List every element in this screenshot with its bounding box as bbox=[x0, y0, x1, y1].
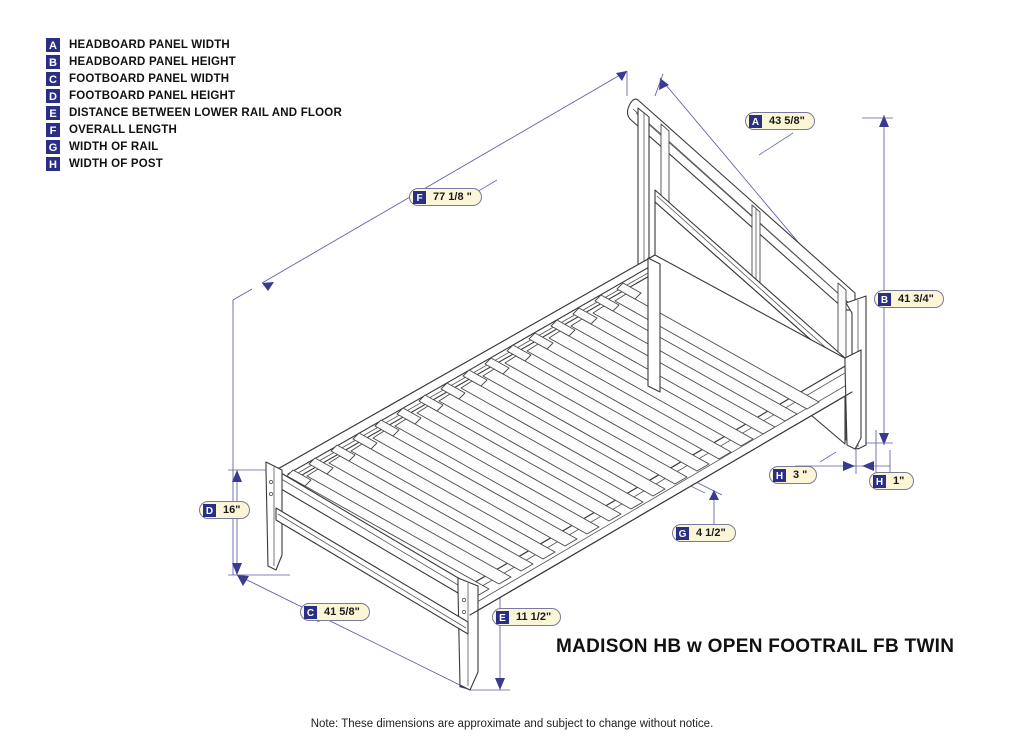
callout-badge-g: G bbox=[676, 526, 689, 540]
callout-c-footboard-panel-width: C 41 5/8" bbox=[300, 603, 370, 621]
legend-badge-c: C bbox=[46, 71, 60, 86]
legend-item-b: B HEADBOARD PANEL HEIGHT bbox=[46, 53, 342, 70]
legend-badge-f: F bbox=[46, 122, 60, 137]
legend-badge-e: E bbox=[46, 105, 60, 120]
disclaimer-note: Note: These dimensions are approximate a… bbox=[310, 718, 714, 730]
callout-badge-c: C bbox=[304, 605, 317, 619]
legend-badge-b: B bbox=[46, 54, 60, 69]
callout-value-a: 43 5/8" bbox=[769, 115, 805, 127]
legend-label-h: WIDTH OF POST bbox=[69, 157, 163, 170]
legend: A HEADBOARD PANEL WIDTH B HEADBOARD PANE… bbox=[46, 36, 342, 172]
slat-cleats bbox=[286, 282, 642, 487]
callout-badge-f: F bbox=[413, 190, 426, 204]
callout-g-width-of-rail: G 4 1/2" bbox=[672, 524, 736, 542]
callout-h-width-of-post-footboard: H 1" bbox=[869, 472, 915, 490]
legend-badge-h: H bbox=[46, 156, 60, 171]
callout-value-h-1: 3 " bbox=[793, 469, 808, 481]
callout-value-d: 16" bbox=[223, 504, 241, 516]
legend-badge-g: G bbox=[46, 139, 60, 154]
legend-label-g: WIDTH OF RAIL bbox=[69, 140, 159, 153]
legend-badge-a: A bbox=[46, 37, 60, 52]
callout-badge-h-1: H bbox=[773, 468, 786, 482]
callout-value-h-2: 1" bbox=[893, 475, 905, 487]
legend-label-b: HEADBOARD PANEL HEIGHT bbox=[69, 55, 236, 68]
legend-item-c: C FOOTBOARD PANEL WIDTH bbox=[46, 70, 342, 87]
callout-value-f: 77 1/8 " bbox=[433, 191, 472, 203]
legend-item-a: A HEADBOARD PANEL WIDTH bbox=[46, 36, 342, 53]
callout-e-lower-rail-to-floor: E 11 1/2" bbox=[492, 608, 562, 626]
legend-label-e: DISTANCE BETWEEN LOWER RAIL AND FLOOR bbox=[69, 106, 342, 119]
callout-badge-a: A bbox=[749, 114, 762, 128]
legend-item-d: D FOOTBOARD PANEL HEIGHT bbox=[46, 87, 342, 104]
callout-d-footboard-panel-height: D 16" bbox=[199, 501, 251, 519]
legend-label-a: HEADBOARD PANEL WIDTH bbox=[69, 38, 230, 51]
legend-item-g: G WIDTH OF RAIL bbox=[46, 138, 342, 155]
callout-badge-d: D bbox=[203, 503, 216, 517]
legend-label-f: OVERALL LENGTH bbox=[69, 123, 178, 136]
legend-item-f: F OVERALL LENGTH bbox=[46, 121, 342, 138]
callout-f-overall-length: F 77 1/8 " bbox=[409, 188, 482, 206]
legend-label-c: FOOTBOARD PANEL WIDTH bbox=[69, 72, 230, 85]
callout-h-width-of-post-headboard: H 3 " bbox=[769, 466, 818, 484]
product-title: MADISON HB w OPEN FOOTRAIL FB TWIN bbox=[556, 636, 955, 657]
callout-b-headboard-panel-height: B 41 3/4" bbox=[874, 290, 944, 308]
bed-frame-isometric bbox=[265, 98, 867, 691]
legend-item-e: E DISTANCE BETWEEN LOWER RAIL AND FLOOR bbox=[46, 104, 342, 121]
callout-value-g: 4 1/2" bbox=[696, 527, 726, 539]
callout-value-c: 41 5/8" bbox=[324, 606, 360, 618]
callout-badge-b: B bbox=[878, 292, 891, 306]
legend-badge-d: D bbox=[46, 88, 60, 103]
legend-label-d: FOOTBOARD PANEL HEIGHT bbox=[69, 89, 236, 102]
legend-item-h: H WIDTH OF POST bbox=[46, 155, 342, 172]
callout-badge-h-2: H bbox=[873, 474, 886, 488]
callout-a-headboard-panel-width: A 43 5/8" bbox=[745, 112, 815, 130]
callout-badge-e: E bbox=[496, 610, 509, 624]
callout-value-b: 41 3/4" bbox=[898, 293, 934, 305]
callout-value-e: 11 1/2" bbox=[516, 611, 552, 623]
